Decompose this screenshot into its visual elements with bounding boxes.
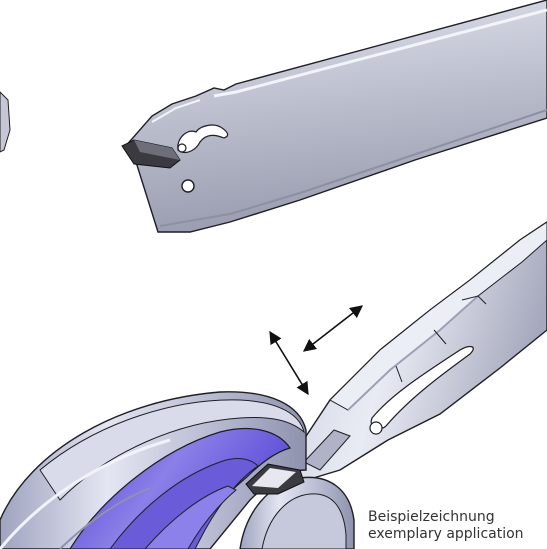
upper-blade-insert — [121, 139, 181, 169]
lower-blade — [284, 221, 547, 483]
motion-arrows — [269, 305, 364, 396]
workpiece-hub — [239, 476, 355, 549]
caption: Beispielzeichnung exemplary application — [368, 509, 524, 543]
caption-german: Beispielzeichnung — [368, 509, 495, 525]
workpiece-disc — [0, 391, 307, 549]
left-edge-fragment — [0, 91, 11, 153]
lower-blade-insert — [245, 463, 305, 495]
caption-english: exemplary application — [368, 526, 524, 542]
upper-blade — [123, 0, 547, 233]
upper-blade-slot — [177, 124, 229, 193]
